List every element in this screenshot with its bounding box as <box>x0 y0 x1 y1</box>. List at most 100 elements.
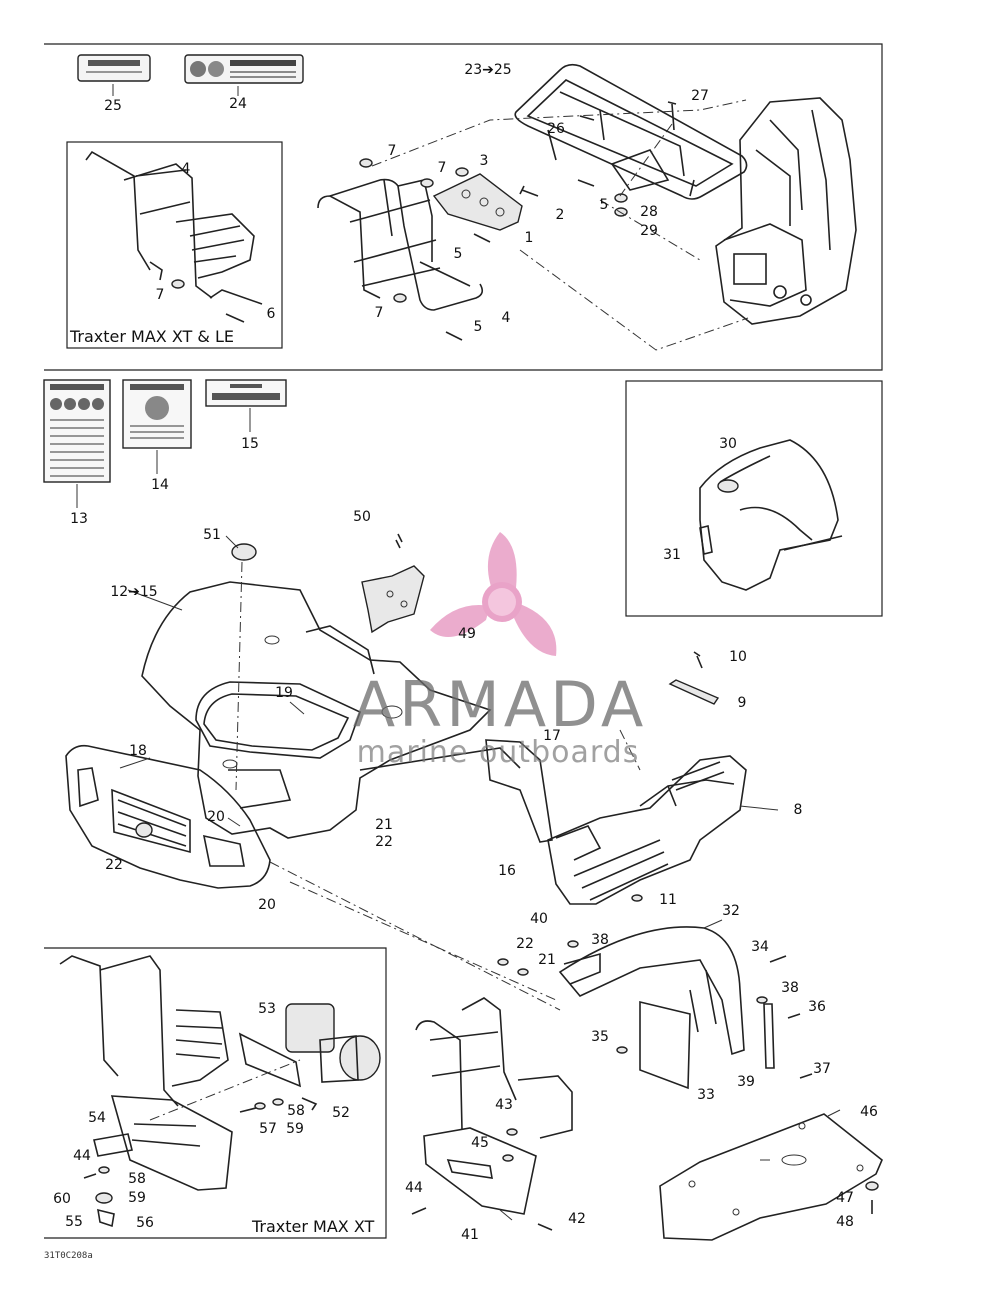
label-2: 2 <box>556 207 565 223</box>
label-37: 37 <box>813 1061 831 1077</box>
label-22a: 22 <box>375 834 393 850</box>
decal-25 <box>77 54 151 82</box>
label-4a: 4 <box>182 161 191 177</box>
strap-39 <box>763 1003 775 1069</box>
label-59b: 59 <box>128 1190 146 1206</box>
label-39: 39 <box>737 1074 755 1090</box>
front-bumper <box>317 178 484 311</box>
label-20a: 20 <box>207 809 225 825</box>
label-5c: 5 <box>474 319 483 335</box>
watermark-tagline: marine outboards <box>357 735 640 770</box>
label-41: 41 <box>461 1227 479 1243</box>
label-57: 57 <box>259 1121 277 1137</box>
leader-lines <box>119 535 841 1221</box>
label-27: 27 <box>691 88 709 104</box>
label-7c: 7 <box>156 287 165 303</box>
armada-watermark: ARMADA marine outboards <box>353 532 647 770</box>
mudflap-33 <box>639 1000 691 1090</box>
label-26: 26 <box>547 121 565 137</box>
footer-code: 31T0C208a <box>44 1251 93 1261</box>
label-4b: 4 <box>502 310 511 326</box>
label-52: 52 <box>332 1105 350 1121</box>
label-33: 33 <box>697 1087 715 1103</box>
label-24: 24 <box>229 96 247 112</box>
label-10: 10 <box>729 649 747 665</box>
top-section-frame <box>44 43 883 371</box>
label-17: 17 <box>543 728 561 744</box>
decal-14 <box>122 379 192 449</box>
label-38b: 38 <box>781 980 799 996</box>
label-60: 60 <box>53 1191 71 1207</box>
footrest-floor-8 <box>547 755 747 905</box>
decal-24 <box>184 54 304 84</box>
label-31: 31 <box>663 547 681 563</box>
label-55: 55 <box>65 1214 83 1230</box>
label-48: 48 <box>836 1214 854 1230</box>
rack-bracket <box>610 149 670 191</box>
label-3: 3 <box>480 153 489 169</box>
skid-plate-46 <box>659 1113 883 1241</box>
front-body-panel <box>141 581 521 839</box>
part-labels: 25 24 23➔25 27 26 7 4 7 3 5 2 28 29 1 5 … <box>53 62 878 1243</box>
label-44a: 44 <box>73 1148 91 1164</box>
label-40: 40 <box>530 911 548 927</box>
label-7a: 7 <box>388 143 397 159</box>
mount-bracket <box>432 173 523 231</box>
label-21b: 21 <box>538 952 556 968</box>
caption-max-xt-le: Traxter MAX XT & LE <box>69 327 234 346</box>
label-49: 49 <box>458 626 476 642</box>
front-grille-18 <box>65 744 271 889</box>
caption-max-xt: Traxter MAX XT <box>251 1217 375 1236</box>
rubber-strip-9 <box>668 679 720 705</box>
label-14: 14 <box>151 477 169 493</box>
label-7b: 7 <box>438 160 447 176</box>
rear-rack <box>514 63 748 200</box>
label-42: 42 <box>568 1211 586 1227</box>
label-30: 30 <box>719 436 737 452</box>
label-23-25: 23➔25 <box>464 62 511 78</box>
fasteners-rear-fender <box>497 940 813 1079</box>
label-5b: 5 <box>454 246 463 262</box>
label-58a: 58 <box>287 1103 305 1119</box>
label-50: 50 <box>353 509 371 525</box>
label-5a: 5 <box>600 197 609 213</box>
label-1: 1 <box>525 230 534 246</box>
decal-15 <box>205 379 287 407</box>
label-22b: 22 <box>105 857 123 873</box>
label-21a: 21 <box>375 817 393 833</box>
label-59a: 59 <box>286 1121 304 1137</box>
label-22c: 22 <box>516 936 534 952</box>
bumper-max-xt-winch <box>59 955 233 1191</box>
label-32: 32 <box>722 903 740 919</box>
label-16: 16 <box>498 863 516 879</box>
label-8: 8 <box>794 802 803 818</box>
label-12-15: 12➔15 <box>110 584 157 600</box>
label-11: 11 <box>659 892 677 908</box>
front-bumper-lower <box>411 997 573 1231</box>
label-56: 56 <box>136 1215 154 1231</box>
label-20b: 20 <box>258 897 276 913</box>
label-44b: 44 <box>405 1180 423 1196</box>
label-19: 19 <box>275 685 293 701</box>
label-9: 9 <box>738 695 747 711</box>
watermark-brand: ARMADA <box>353 668 647 741</box>
plug-51 <box>231 543 257 561</box>
label-34: 34 <box>751 939 769 955</box>
vehicle-frame <box>715 97 857 325</box>
winch-53 <box>238 1003 381 1088</box>
label-35: 35 <box>591 1029 609 1045</box>
label-18: 18 <box>129 743 147 759</box>
inset-frame-max-xt <box>44 947 387 1239</box>
decal-13 <box>43 379 111 483</box>
label-13: 13 <box>70 511 88 527</box>
label-43: 43 <box>495 1097 513 1113</box>
label-15: 15 <box>241 436 259 452</box>
label-25: 25 <box>104 98 122 114</box>
label-36: 36 <box>808 999 826 1015</box>
label-58b: 58 <box>128 1171 146 1187</box>
winch-fasteners <box>83 1097 318 1228</box>
bracket-49 <box>361 565 425 634</box>
label-6: 6 <box>267 306 276 322</box>
rear-body-cover <box>699 439 843 591</box>
